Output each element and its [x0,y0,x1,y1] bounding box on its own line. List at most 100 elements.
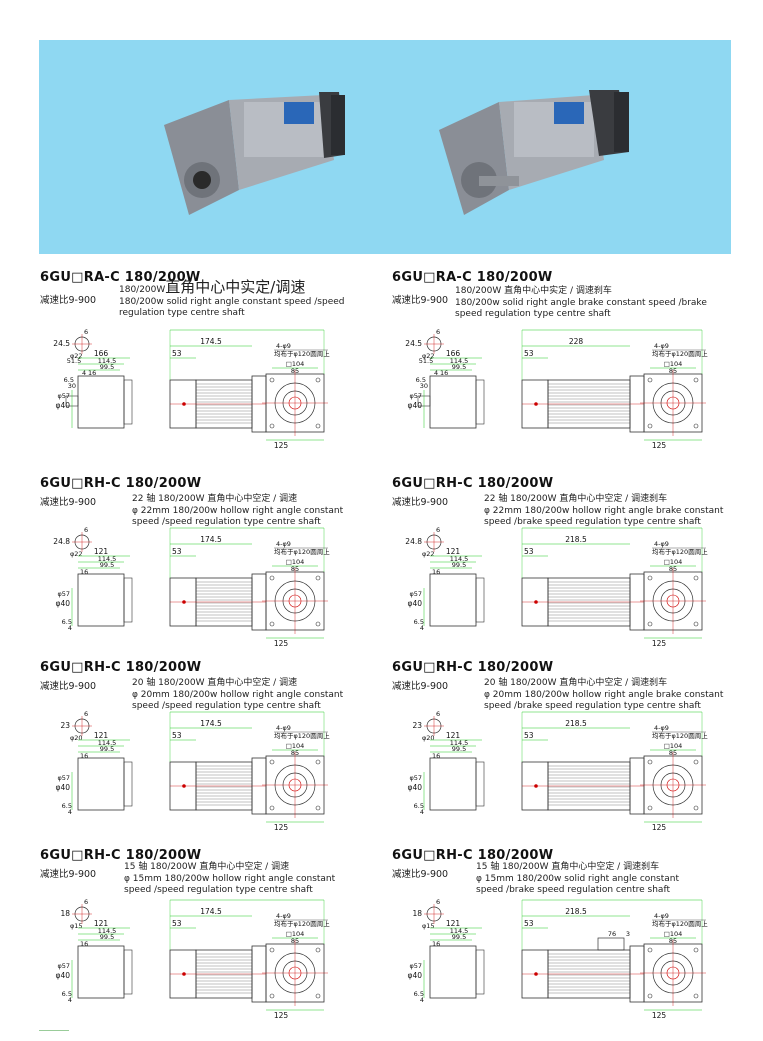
desc-line-en-2: speed /brake speed regulation type centr… [484,701,701,711]
mounting-hole [315,805,321,811]
dim-inner: 85 [291,749,299,757]
dim-length: 121 [94,547,109,556]
mounting-hole [269,423,275,429]
dim-inner: 85 [291,367,299,375]
mounting-hole [269,575,275,581]
dim-length: 114.5 [98,739,117,747]
dim-length: 4 [68,996,72,1004]
dim-length: 6.5 [414,618,424,626]
desc-line-en: φ 20mm 180/200w hollow right angle brake… [484,689,724,700]
dim-square: □104 [664,930,683,938]
dim-base: 125 [652,639,667,646]
motor-body [547,379,631,429]
dim-length: 99.5 [100,363,114,371]
shaft-height: 24.5 [53,339,70,348]
mounting-hole [269,759,275,765]
desc-line-en: φ 22mm 180/200w hollow right angle const… [132,505,344,516]
desc-line-cn: 15 轴 180/200W 直角中心中空定 / 调速刹车 [476,862,660,872]
desc-line-en: φ 20mm 180/200w hollow right angle const… [132,689,344,700]
dim-pcd-note: 均布于φ120圆周上 [274,349,330,358]
dim-length: 114.5 [98,927,117,935]
reduction-ratio: 减速比9-900 [40,497,97,508]
mounting-hole [315,575,321,581]
model-title: 6GU□RH-C 180/200W [40,660,202,675]
shaft-height: 24.8 [405,537,422,546]
mounting-hole [647,805,653,811]
gearhead-side-view [77,573,125,627]
dim-total-length: 351.5 [236,898,258,900]
mounting-hole [315,759,321,765]
mounting-hole [269,621,275,627]
dim-diameter: φ57 [57,962,70,970]
gearhead-side-view [429,945,477,999]
dim-pcd-note: 均布于φ120圆周上 [652,919,708,928]
dim-length: 114.5 [450,555,469,563]
dim-length: 114.5 [450,357,469,365]
dim-pcd-note: 均布于φ120圆周上 [652,731,708,740]
dim-length: 4 [82,369,86,377]
desc-line-en: φ 22mm 180/200w hollow right angle brake… [484,505,724,516]
model-title: 6GU□RH-C 180/200W [392,476,554,491]
mounting-hole [269,947,275,953]
dim-diameter: φ40 [56,971,71,980]
desc-heading-cn: 直角中心中实定/调速 [165,278,306,296]
dim-length: 121 [446,547,461,556]
dim-diameter: φ40 [56,783,71,792]
gearhead-flange [475,761,485,807]
dim-pcd-note: 均布于φ120圆周上 [274,919,330,928]
dimension-drawing: 624.8φ22121114.599.5166.54φ57φ40395.5218… [405,526,708,646]
mounting-hole [315,423,321,429]
dim-inner: 85 [669,565,677,573]
dim-length: 6.5 [62,990,72,998]
dim-base: 125 [274,441,289,448]
shaft-key-width: 6 [84,328,88,336]
dim-motor-length: 174.5 [200,907,222,916]
mounting-hole [315,621,321,627]
gearhead-flange [475,577,485,623]
dim-length: 76 [608,930,616,938]
desc-line-cn: 180/200W 直角中心中实定 / 调速刹车 [455,286,612,296]
dim-length: 99.5 [452,561,466,569]
dim-length: 114.5 [450,927,469,935]
mounting-hole [693,621,699,627]
dim-length: 3 [626,930,630,938]
shaft-diameter: φ15 [422,922,435,930]
gearmotor-photos [164,90,629,215]
dim-base: 125 [652,441,667,448]
reduction-ratio: 减速比9-900 [392,681,449,692]
mounting-hole [693,947,699,953]
mounting-hole [647,575,653,581]
dim-length: 30 [420,382,428,390]
gearhead-flange [123,577,133,623]
dim-motor-length: 218.5 [565,535,587,544]
dim-length: 114.5 [98,357,117,365]
dim-length: 114.5 [450,739,469,747]
dim-length: 16 [440,369,448,377]
dim-length: 99.5 [100,745,114,753]
shaft-key-width: 6 [84,526,88,534]
dim-flange: 53 [172,919,182,928]
dim-bolt-holes: 4-φ9 [276,724,291,732]
dimension-drawing: 624.8φ22121114.599.5166.54φ57φ40351.5174… [53,526,330,646]
dim-base: 125 [652,1011,667,1018]
desc-line-en-2: speed /brake speed regulation type centr… [484,517,701,527]
dim-length: 6.5 [64,376,74,384]
dim-base: 125 [652,823,667,830]
dim-bolt-holes: 4-φ9 [654,912,669,920]
dim-length: 99.5 [452,363,466,371]
dim-length: 166 [446,349,461,358]
dim-total-length: 395.5 [601,898,623,900]
dim-length: 114.5 [98,555,117,563]
mounting-hole [647,377,653,383]
dim-length: 121 [446,731,461,740]
dimension-drawing: 624.5φ22166114.599.551.54166.530φ57φ4040… [405,328,708,448]
dim-length: 121 [94,731,109,740]
